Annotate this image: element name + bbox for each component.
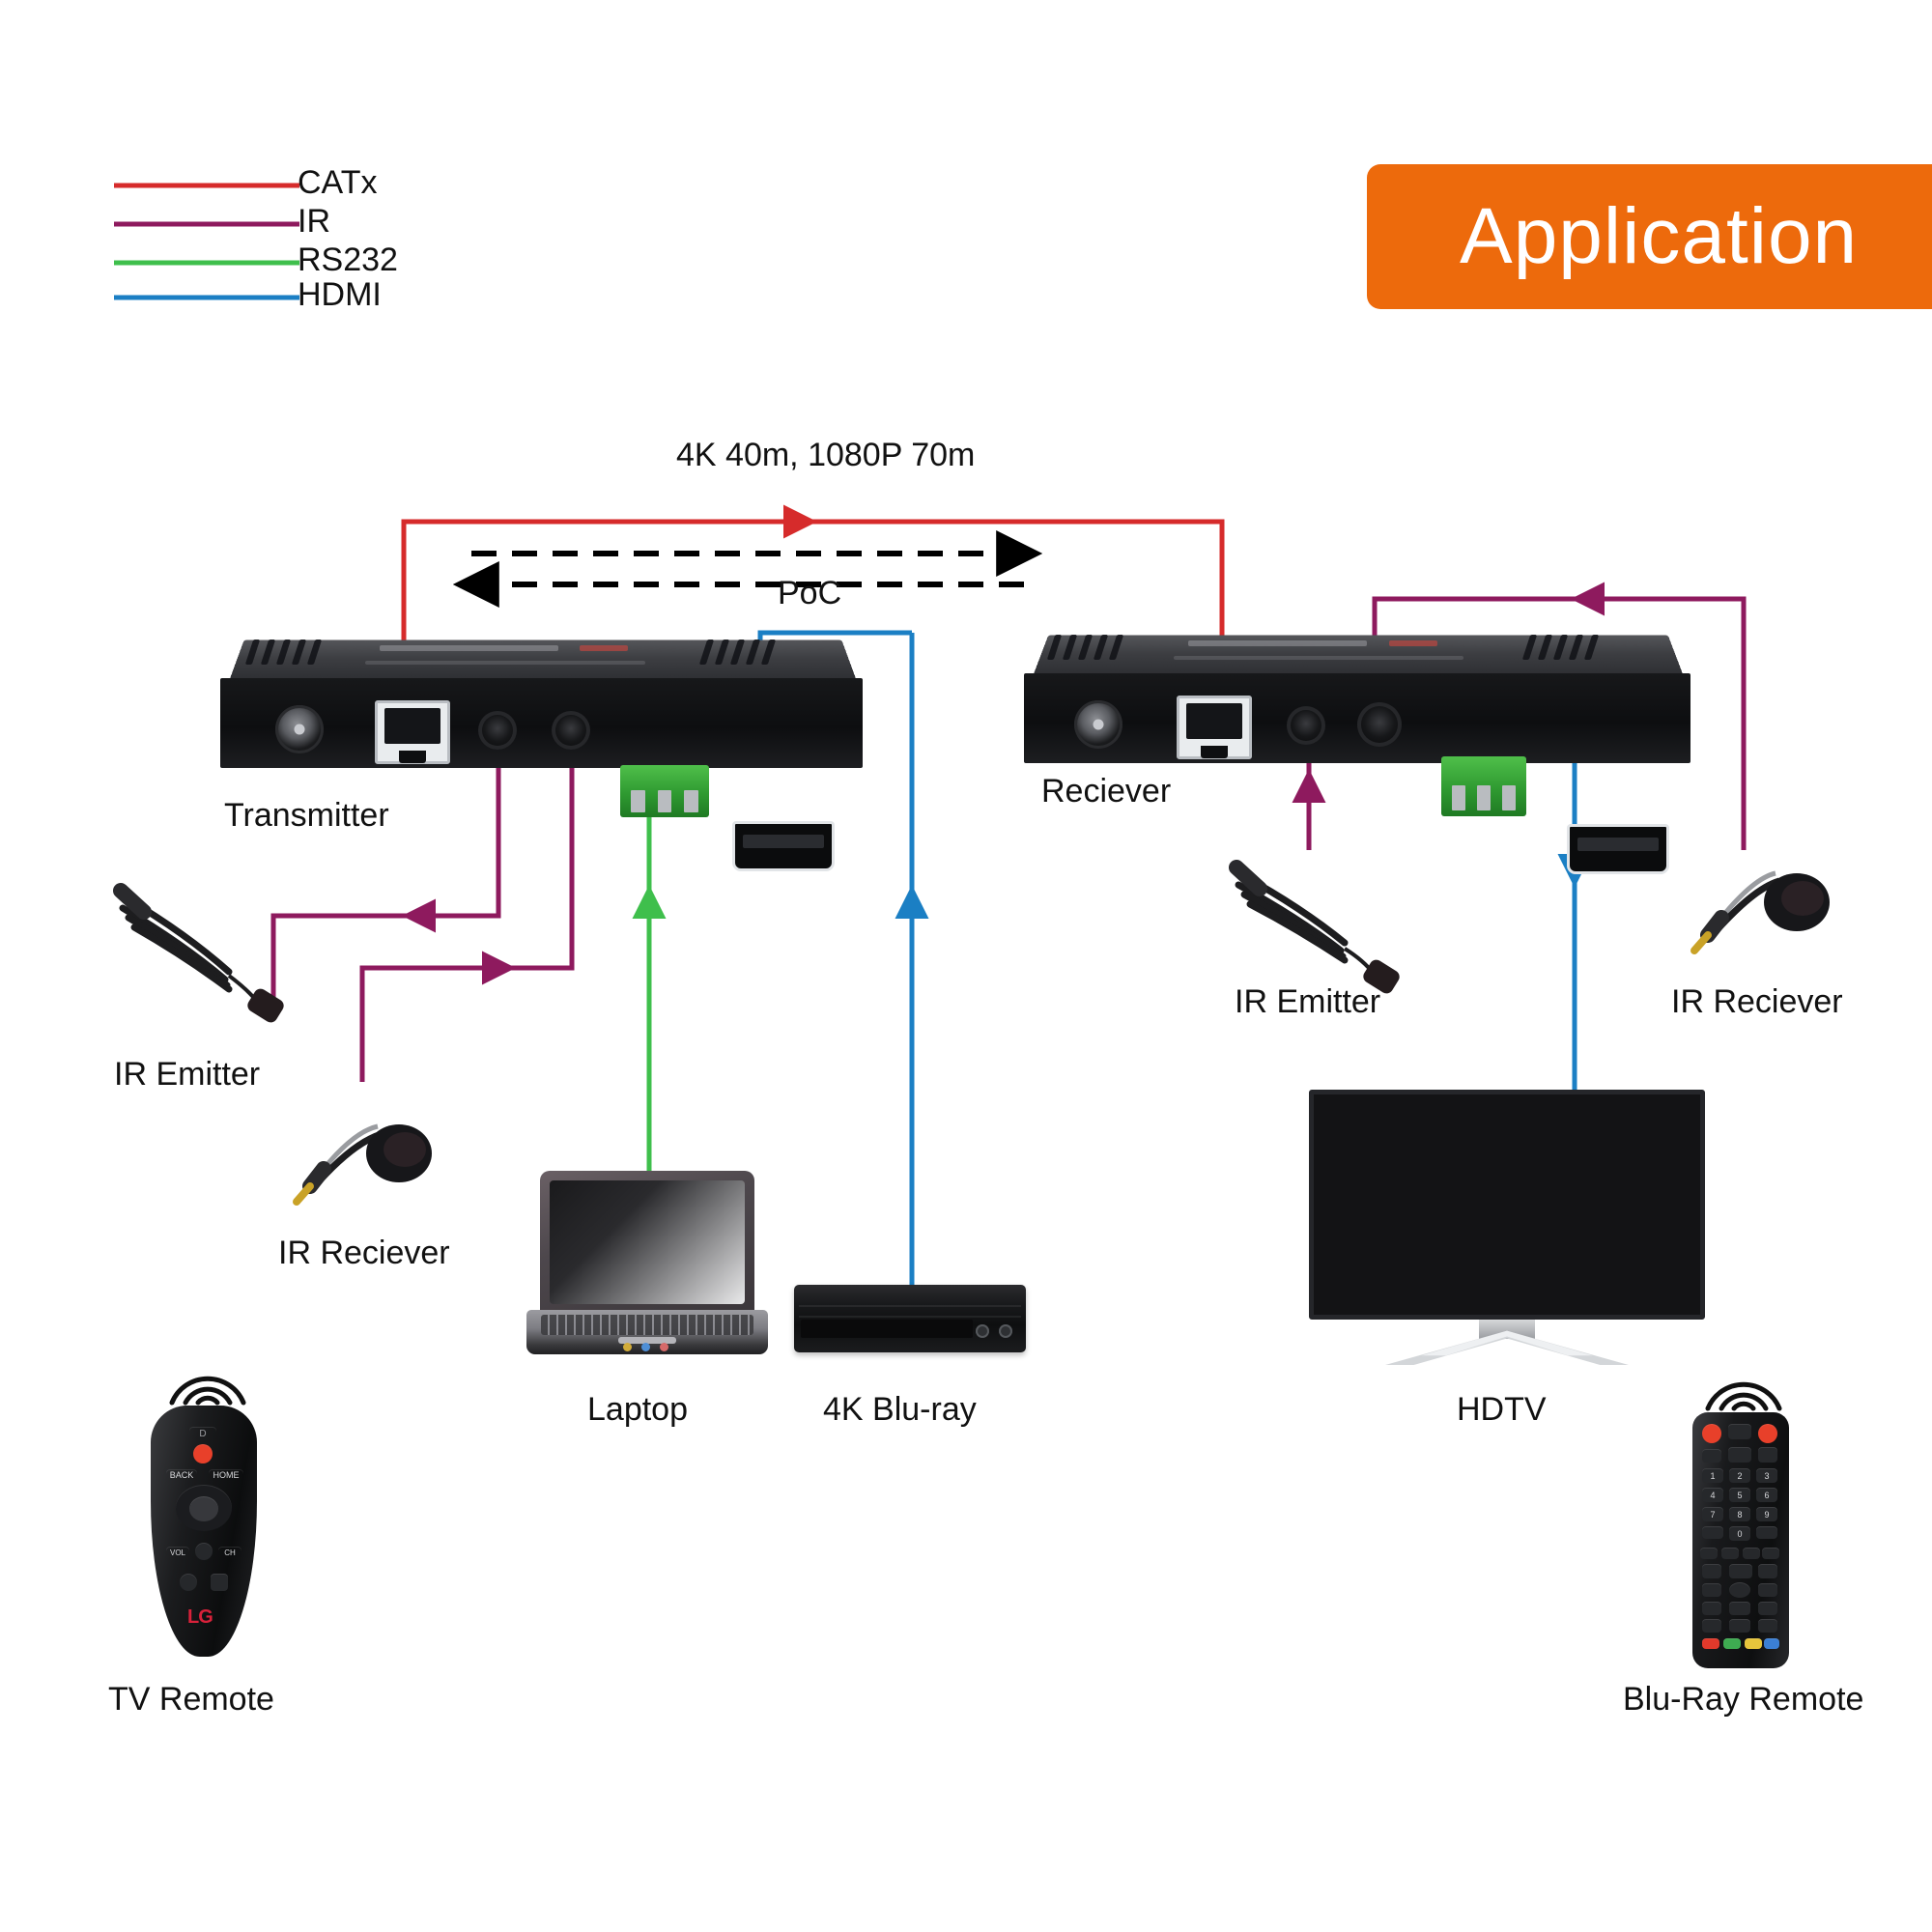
hdmi-port[interactable] (732, 821, 835, 871)
ir-receiver-left-label: IR Reciever (278, 1235, 450, 1271)
key-4[interactable]: 4 (1702, 1488, 1723, 1502)
hdtv-device[interactable] (1309, 1090, 1705, 1370)
rs232-terminal-block[interactable] (1441, 756, 1526, 816)
legend-label-ir: IR (298, 203, 330, 240)
dc-power-port[interactable] (275, 705, 324, 753)
rs232-terminal-block[interactable] (620, 765, 709, 817)
legend-swatches (114, 183, 299, 300)
tv-remote-ch[interactable]: CH (218, 1547, 242, 1558)
key-7[interactable]: 7 (1702, 1507, 1723, 1521)
hdmi-port[interactable] (1567, 824, 1669, 874)
application-banner: Application (1367, 164, 1932, 309)
ir-receiver-left (293, 1123, 432, 1206)
key-8[interactable]: 8 (1729, 1507, 1750, 1521)
key-0[interactable]: 0 (1729, 1526, 1750, 1541)
hdtv-label: HDTV (1457, 1391, 1547, 1428)
lg-brand-logo: LG (187, 1606, 213, 1628)
bluray-remote[interactable]: 1 2 3 4 5 6 7 8 9 0 (1692, 1412, 1789, 1668)
key-1[interactable]: 1 (1702, 1468, 1723, 1483)
banner-title: Application (1460, 192, 1859, 280)
dc-power-port[interactable] (1074, 700, 1122, 749)
key-2[interactable]: 2 (1729, 1468, 1750, 1483)
rj45-port[interactable] (375, 700, 450, 764)
tv-stand (1385, 1331, 1629, 1366)
transmitter-label: Transmitter (224, 797, 389, 834)
poc-arrows (452, 530, 1043, 608)
poc-label: PoC (778, 575, 842, 611)
ir-emitter-left-label: IR Emitter (114, 1056, 261, 1093)
key-5[interactable]: 5 (1729, 1488, 1750, 1502)
tv-remote-vol[interactable]: VOL (166, 1547, 189, 1558)
ir-rx-jack[interactable] (552, 711, 590, 750)
ir-tx-jack[interactable] (1357, 702, 1402, 747)
ir-rx-jack[interactable] (1287, 706, 1325, 745)
receiver-label: Reciever (1041, 773, 1172, 810)
distance-label: 4K 40m, 1080P 70m (676, 437, 976, 473)
bluray-label: 4K Blu-ray (823, 1391, 977, 1428)
ir-emitter-right-label: IR Emitter (1235, 983, 1381, 1020)
legend-label-rs232: RS232 (298, 242, 398, 278)
ir-waves-bluray-remote (1705, 1381, 1782, 1411)
rj45-port[interactable] (1177, 696, 1252, 759)
key-6[interactable]: 6 (1756, 1488, 1777, 1502)
key-3[interactable]: 3 (1756, 1468, 1777, 1483)
legend-label-hdmi: HDMI (298, 276, 382, 313)
ir-tx-jack[interactable] (478, 711, 517, 750)
bluray-player[interactable] (794, 1285, 1026, 1352)
ir-receiver-right (1690, 870, 1830, 954)
tv-remote-back[interactable]: BACK (166, 1469, 197, 1481)
laptop-device[interactable] (526, 1171, 768, 1354)
laptop-label: Laptop (587, 1391, 688, 1428)
tv-remote-label: TV Remote (108, 1681, 274, 1718)
transmitter-device[interactable] (220, 628, 863, 871)
ir-receiver-right-label: IR Reciever (1671, 983, 1843, 1020)
tv-remote[interactable]: D BACK HOME VOL CH LG (151, 1406, 257, 1657)
tv-remote-home[interactable]: HOME (209, 1469, 243, 1481)
receiver-device[interactable] (1024, 623, 1690, 874)
key-9[interactable]: 9 (1756, 1507, 1777, 1521)
ir-emitter-left (113, 883, 284, 1023)
bluray-remote-label: Blu-Ray Remote (1623, 1681, 1864, 1718)
legend-label-catx: CATx (298, 164, 378, 201)
ir-waves-tv-remote (169, 1376, 246, 1406)
wire-ir-tx-receiver (359, 720, 575, 1082)
ir-emitter-right (1229, 860, 1400, 994)
